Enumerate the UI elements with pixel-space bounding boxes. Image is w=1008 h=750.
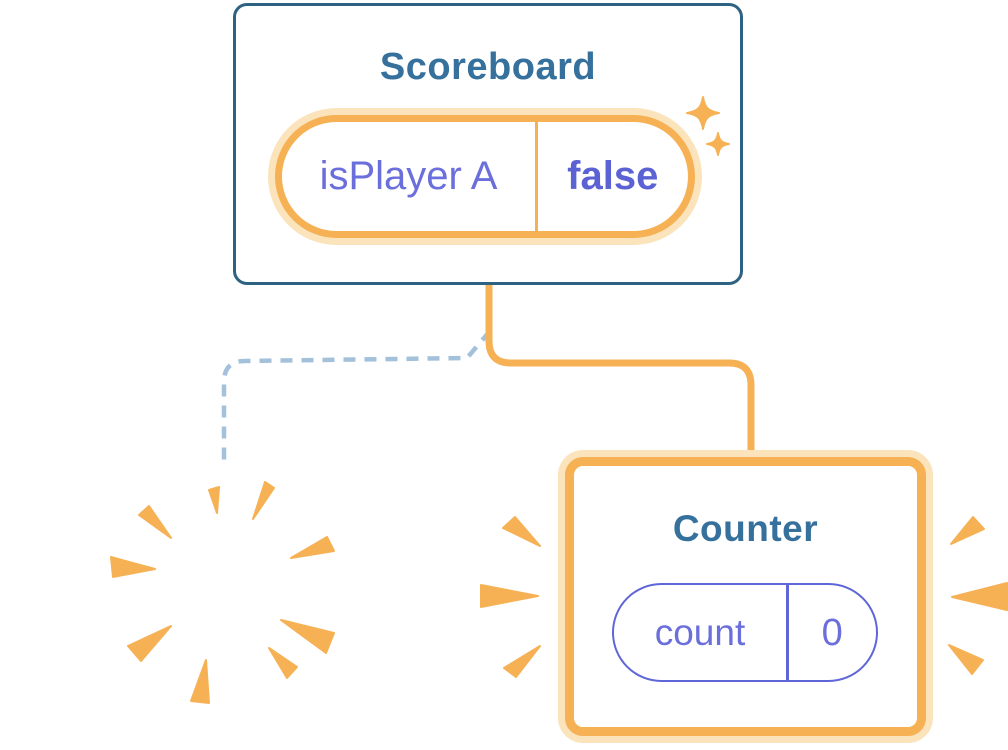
scoreboard-card: Scoreboard isPlayer A false bbox=[233, 3, 743, 285]
state-value: false bbox=[567, 154, 659, 198]
counter-card: Counter count 0 bbox=[565, 457, 926, 736]
destroyed-component-card bbox=[83, 455, 366, 731]
burst-wedge bbox=[503, 645, 541, 678]
burst-wedge bbox=[948, 644, 984, 675]
state-value: 0 bbox=[821, 611, 843, 654]
dashed-connector bbox=[221, 329, 492, 468]
state-label: count bbox=[654, 611, 746, 653]
burst-left-icon bbox=[480, 516, 541, 678]
burst-right-icon bbox=[948, 516, 1008, 675]
counter-state-pill: count 0 bbox=[612, 583, 878, 682]
pill-divider bbox=[786, 585, 789, 680]
pill-divider bbox=[535, 122, 538, 231]
burst-wedge bbox=[950, 516, 985, 545]
burst-wedge bbox=[951, 582, 1008, 611]
scoreboard-title: Scoreboard bbox=[379, 46, 597, 88]
burst-wedge bbox=[480, 584, 539, 608]
scoreboard-state-pill: isPlayer A false bbox=[275, 115, 695, 238]
burst-wedge bbox=[502, 516, 541, 547]
solid-connector bbox=[485, 280, 755, 464]
counter-title: Counter bbox=[672, 508, 819, 549]
state-label: isPlayer A bbox=[319, 154, 498, 198]
